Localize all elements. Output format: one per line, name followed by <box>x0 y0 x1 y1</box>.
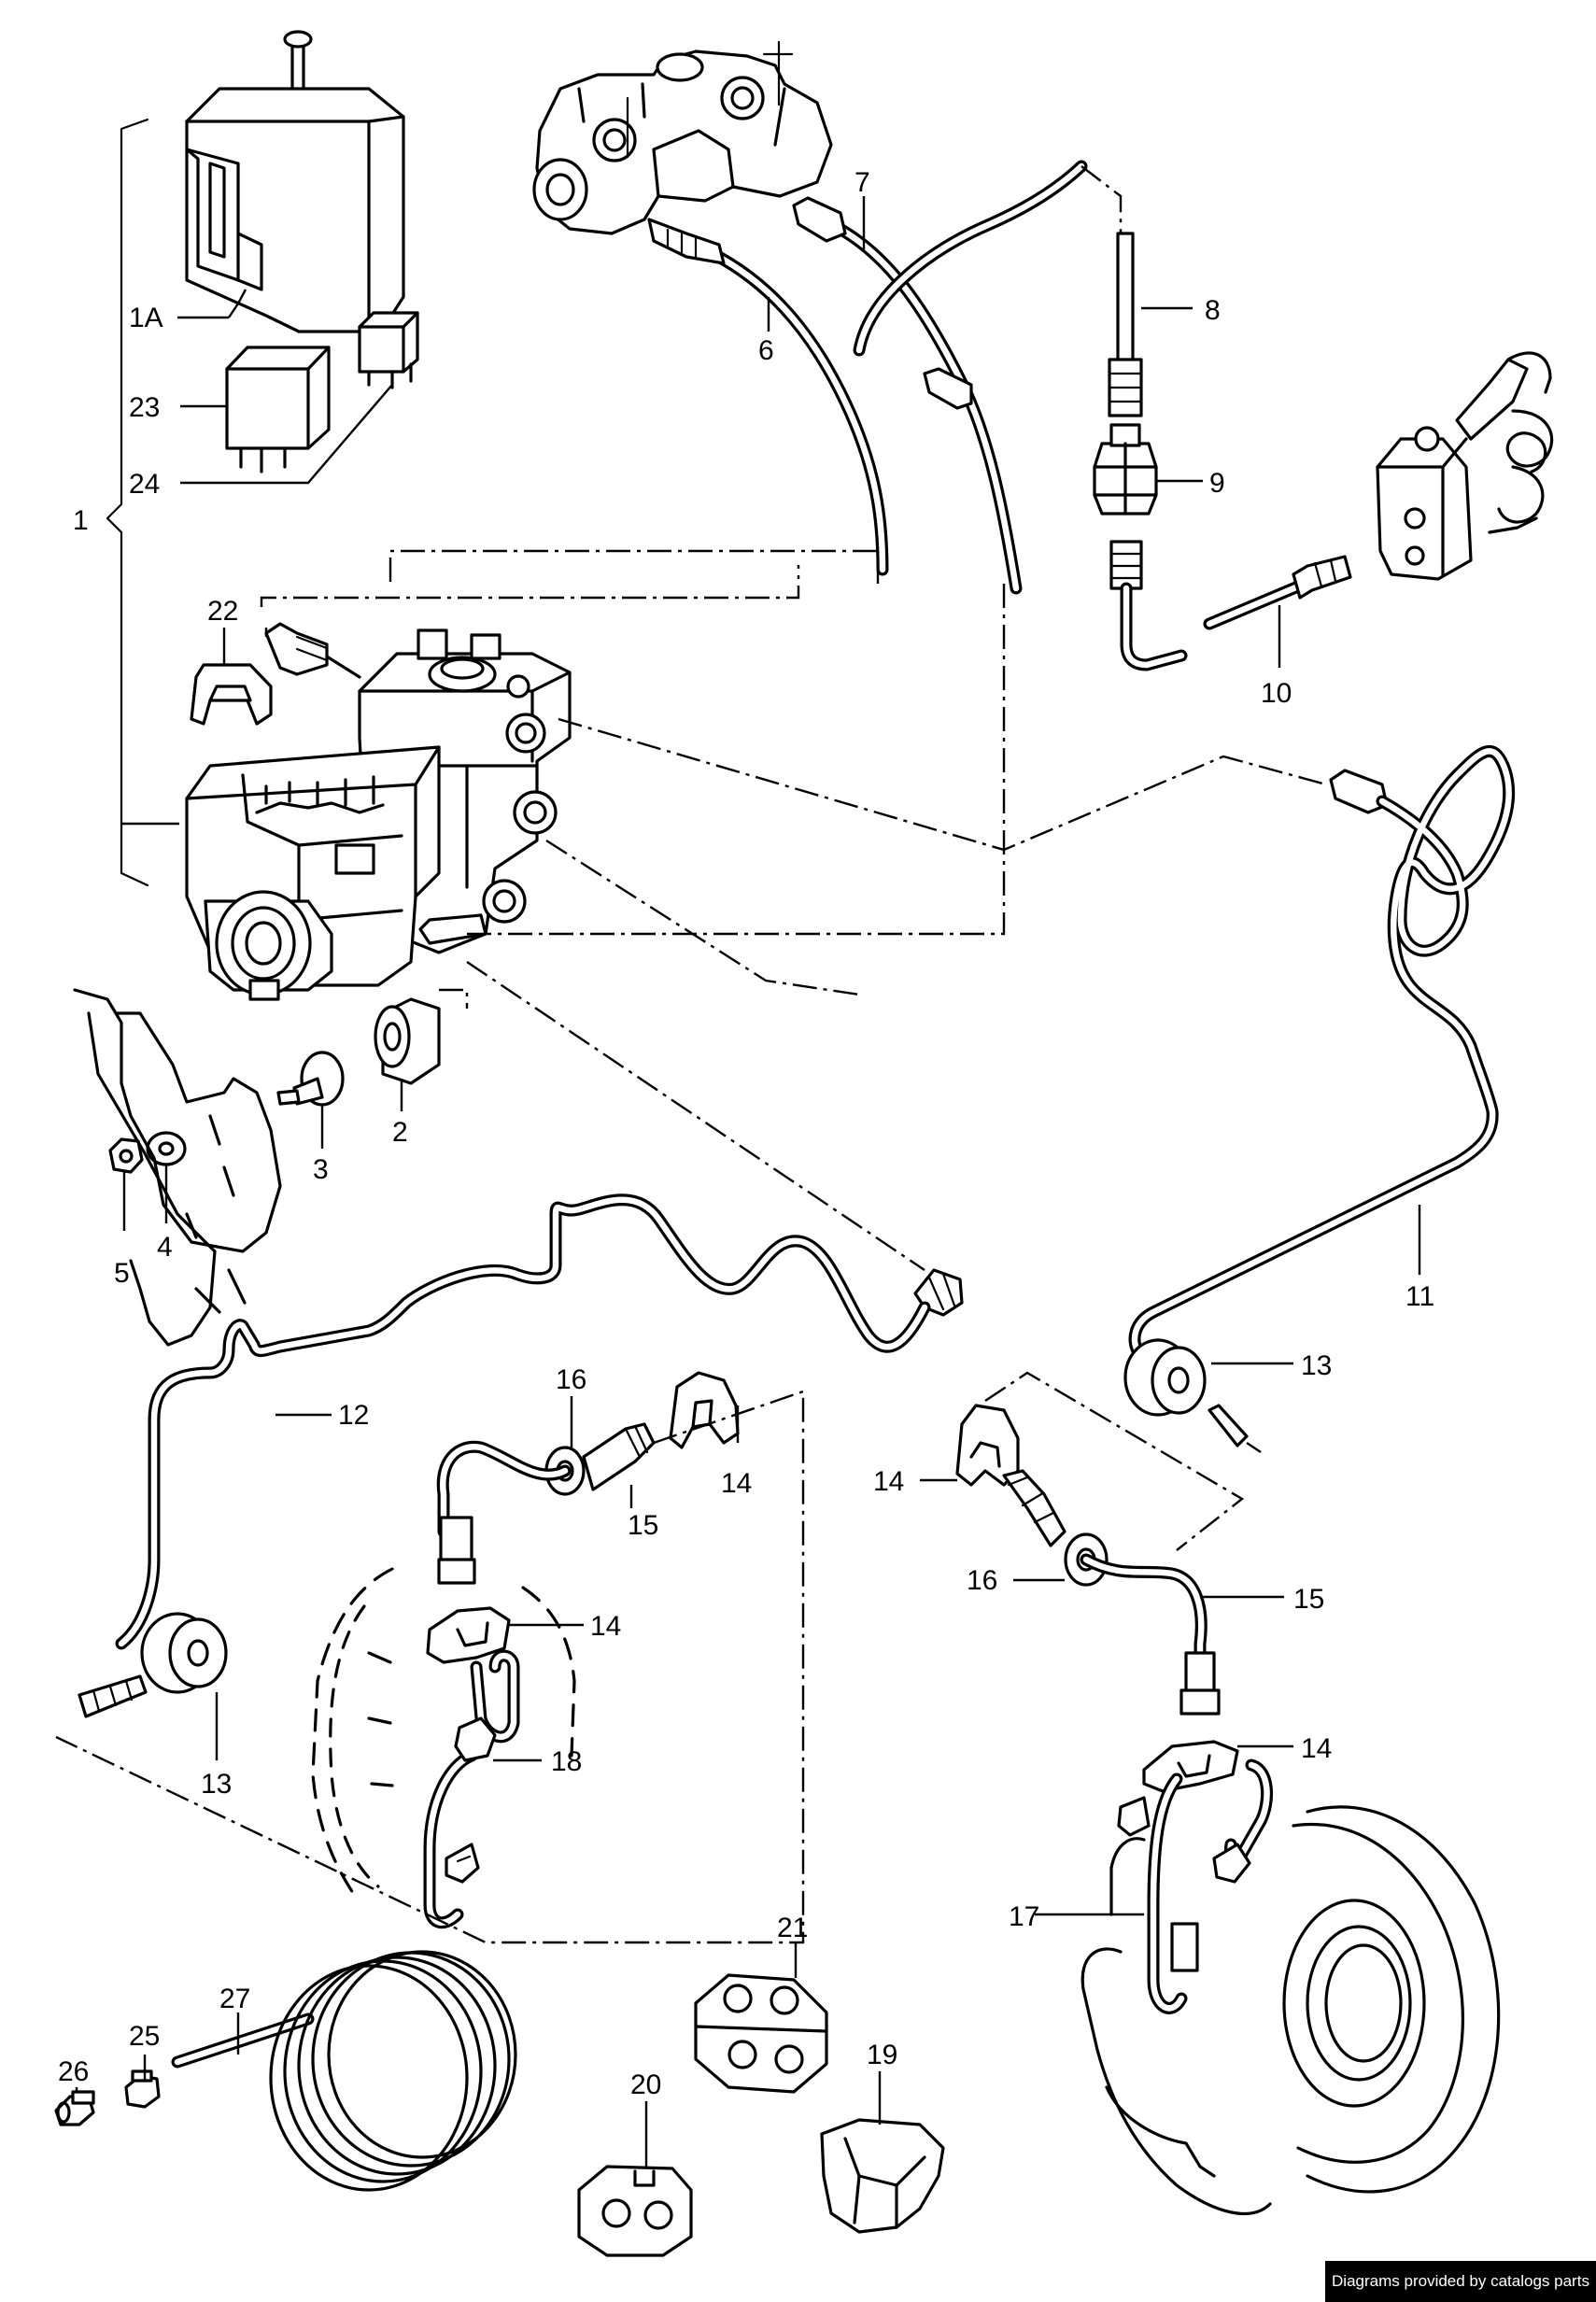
callout-12: 12 <box>338 1400 369 1431</box>
callout-26: 26 <box>58 2056 89 2087</box>
part-13-grommet-left[interactable] <box>78 1612 228 1718</box>
part-20-pipe-clip-double[interactable] <box>577 2165 693 2257</box>
bracket-group-1 <box>106 118 179 887</box>
callout-7: 7 <box>854 167 870 198</box>
part-9-adapter-union[interactable] <box>1093 423 1158 515</box>
callout-14-right-lower: 14 <box>1301 1733 1332 1764</box>
brake-line-6[interactable] <box>647 218 889 576</box>
mounting-bracket-plate <box>73 988 282 1347</box>
connection-lines <box>55 165 1327 1944</box>
part-25-union-nut[interactable] <box>124 2069 161 2109</box>
hydraulic-control-unit[interactable] <box>185 622 572 1001</box>
part-22-retaining-clip[interactable] <box>190 663 273 726</box>
callout-19: 19 <box>867 2040 897 2070</box>
part-21-pipe-clip-four[interactable] <box>694 1973 828 2094</box>
callout-3: 3 <box>313 1154 329 1185</box>
callout-25: 25 <box>129 2021 160 2052</box>
callout-15-right: 15 <box>1293 1584 1324 1615</box>
part-17-brake-line-caliper-right[interactable] <box>1117 1758 1274 2014</box>
part-2-damper[interactable] <box>374 997 441 1085</box>
callout-13-left: 13 <box>201 1769 232 1800</box>
brake-line-11[interactable] <box>1128 744 1516 1361</box>
brake-line-7[interactable] <box>792 160 1088 595</box>
part-14-hose-clip-right-lower[interactable] <box>1142 1740 1239 1793</box>
callout-6: 6 <box>758 335 774 366</box>
part-13-grommet-right[interactable] <box>1123 1338 1249 1448</box>
callout-27: 27 <box>219 1984 250 2014</box>
callout-13-right: 13 <box>1301 1350 1332 1381</box>
callout-11: 11 <box>1405 1281 1434 1312</box>
part-23-relay[interactable] <box>225 346 331 473</box>
callout-15-left: 15 <box>628 1510 658 1541</box>
part-14-hose-clip-left-upper[interactable] <box>669 1371 740 1449</box>
brake-disc-left-outline <box>311 1567 576 1898</box>
callout-14-right-upper: 14 <box>873 1466 904 1497</box>
callout-2: 2 <box>392 1117 408 1148</box>
part-18-brake-line-caliper-left[interactable] <box>423 1649 520 1929</box>
callout-4: 4 <box>157 1232 173 1263</box>
part-27-brake-pipe-coil[interactable] <box>171 1950 517 2192</box>
callout-23: 23 <box>129 392 160 423</box>
leader-lines <box>75 196 1421 2168</box>
part-3-mounting-bolt[interactable] <box>276 1051 345 1107</box>
brake-disc-right <box>1080 1805 1501 2215</box>
callout-21: 21 <box>777 1913 808 1943</box>
part-5-nut[interactable] <box>108 1137 144 1174</box>
callout-10: 10 <box>1261 678 1292 709</box>
footer-credit-badge: Diagrams provided by catalogs parts <box>1325 2261 1596 2302</box>
part-10-brake-line-to-regulator[interactable] <box>1109 540 1352 671</box>
brake-line-12[interactable] <box>115 1193 964 1650</box>
callout-1: 1 <box>73 505 89 536</box>
callout-17: 17 <box>1009 1901 1039 1932</box>
callout-22: 22 <box>207 596 238 627</box>
part-15-brake-hose-right[interactable] <box>1002 1469 1221 1716</box>
part-1A-relay-cover[interactable] <box>185 30 405 333</box>
callout-18: 18 <box>551 1746 582 1777</box>
part-14-hose-clip-left-lower[interactable] <box>426 1606 511 1664</box>
callout-24: 24 <box>129 469 160 500</box>
part-8-brake-pipe[interactable] <box>1108 232 1143 417</box>
callout-1A: 1A <box>129 303 163 333</box>
callout-16-left: 16 <box>556 1364 586 1395</box>
part-19-pipe-holder[interactable] <box>820 2118 945 2234</box>
callout-9: 9 <box>1209 468 1225 499</box>
callout-8: 8 <box>1205 295 1221 326</box>
callout-5: 5 <box>114 1258 130 1289</box>
callout-20: 20 <box>630 2069 661 2100</box>
callout-16-right: 16 <box>967 1565 997 1596</box>
callout-14-left-lower: 14 <box>590 1611 621 1642</box>
part-15-brake-hose-left[interactable] <box>436 1422 656 1585</box>
master-cylinder[interactable] <box>532 40 833 235</box>
part-24-small-relay[interactable] <box>358 311 419 389</box>
callout-labels: 1 1A 23 24 22 6 7 8 9 10 2 3 4 5 11 12 1… <box>58 167 1434 2100</box>
callout-14-left-upper: 14 <box>721 1468 752 1499</box>
brake-pressure-regulator[interactable] <box>1376 351 1554 581</box>
part-26-bleeder-valve[interactable] <box>54 2090 95 2126</box>
